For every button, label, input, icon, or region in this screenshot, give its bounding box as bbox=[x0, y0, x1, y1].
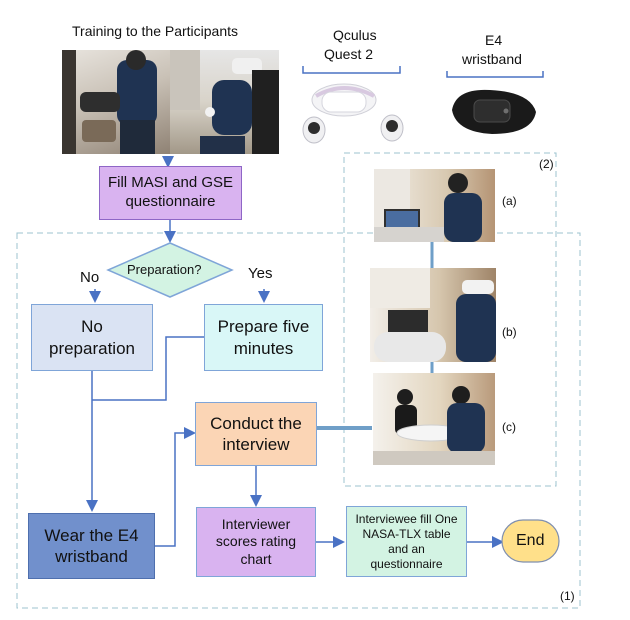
interviewee-fill-text: Interviewee fill One NASA-TLX table and … bbox=[355, 511, 458, 571]
no-preparation-text: No preparation bbox=[48, 317, 135, 358]
region-1-label: (1) bbox=[560, 589, 575, 603]
conduct-interview-text: Conduct the interview bbox=[210, 413, 302, 454]
conduct-interview-box: Conduct the interview bbox=[195, 402, 317, 466]
decision-text: Preparation? bbox=[127, 262, 202, 277]
end-terminal bbox=[501, 519, 560, 563]
fill-masi-gse-box: Fill MASI and GSE questionnaire bbox=[99, 166, 242, 220]
no-preparation-box: No preparation bbox=[31, 304, 153, 371]
oculus-quest-icon bbox=[302, 83, 404, 144]
photo-a bbox=[374, 169, 495, 242]
prepare-five-minutes-text: Prepare five minutes bbox=[217, 317, 310, 358]
oculus-bracket bbox=[302, 66, 401, 74]
yes-label: Yes bbox=[248, 265, 273, 282]
photo-c-label: (c) bbox=[502, 420, 516, 434]
preparation-decision-diamond bbox=[106, 242, 234, 298]
training-label: Training to the Participants bbox=[72, 23, 239, 39]
fill-masi-gse-text: Fill MASI and GSE questionnaire bbox=[107, 174, 234, 210]
training-photo-right bbox=[170, 50, 279, 154]
e4-wristband-icon bbox=[452, 89, 536, 134]
e4-label-line2: wristband bbox=[462, 51, 522, 67]
prepare-five-minutes-box: Prepare five minutes bbox=[204, 304, 323, 371]
photo-a-label: (a) bbox=[502, 194, 517, 208]
e4-bracket bbox=[446, 71, 544, 78]
interviewer-scores-text: Interviewer scores rating chart bbox=[215, 515, 297, 567]
training-photo-left bbox=[62, 50, 170, 154]
photo-c bbox=[373, 373, 495, 465]
photo-b bbox=[370, 268, 496, 362]
no-label: No bbox=[80, 269, 100, 286]
wear-e4-box: Wear the E4 wristband bbox=[28, 513, 155, 579]
region-2-border bbox=[343, 152, 557, 487]
line-prepare-to-merge bbox=[92, 336, 204, 401]
wear-e4-text: Wear the E4 wristband bbox=[44, 525, 139, 566]
photo-b-label: (b) bbox=[502, 325, 517, 339]
interviewee-fill-box: Interviewee fill One NASA-TLX table and … bbox=[346, 506, 467, 577]
oculus-label-line2: Quest 2 bbox=[324, 46, 374, 62]
region-2-label: (2) bbox=[539, 157, 554, 171]
end-text: End bbox=[516, 532, 545, 549]
arrow-wear-to-conduct bbox=[155, 427, 196, 547]
region-1-border bbox=[16, 232, 581, 609]
oculus-label-line1: Qculus bbox=[333, 27, 377, 43]
interviewer-scores-box: Interviewer scores rating chart bbox=[196, 507, 316, 577]
e4-label-line1: E4 bbox=[485, 32, 503, 48]
